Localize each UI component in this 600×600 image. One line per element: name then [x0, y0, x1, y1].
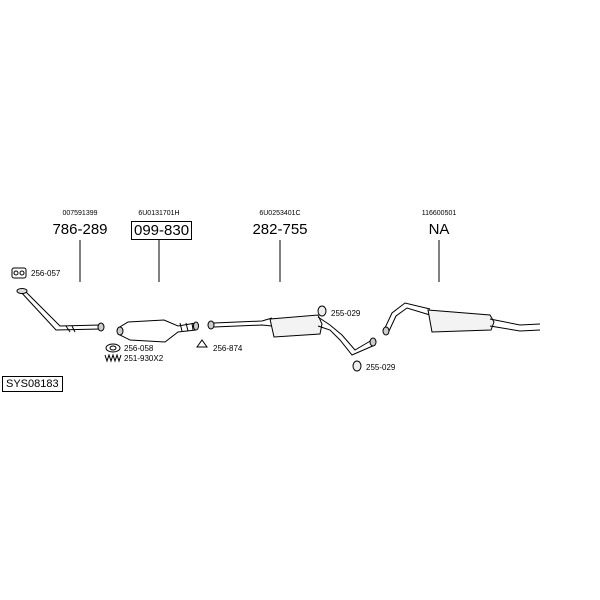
- middle-silencer: [207, 314, 377, 356]
- catalytic-converter: [116, 319, 199, 343]
- small-part-label: 255-029: [366, 363, 396, 372]
- part-number: 282-755: [252, 221, 308, 238]
- oem-number: 116600501: [421, 210, 457, 217]
- front-pipe: [16, 288, 105, 333]
- clamp-icon: [196, 339, 208, 348]
- part-number: 786-289: [52, 221, 108, 238]
- rear-silencer: [382, 302, 541, 336]
- part-number: NA: [428, 221, 450, 238]
- spring-icon: [104, 353, 122, 363]
- small-part-label: 256-058: [124, 344, 154, 353]
- part-number-highlighted: 099-830: [131, 221, 193, 240]
- small-part-label: 256-057: [31, 269, 61, 278]
- small-part-label: 256-874: [213, 344, 243, 353]
- oem-number: 007591399: [62, 210, 98, 217]
- gasket-icon: [11, 267, 27, 279]
- oem-number: 6U0253401C: [259, 210, 301, 217]
- flange-icon: [105, 343, 121, 353]
- small-part-label: 255-029: [331, 309, 361, 318]
- rubber-mount-icon: [317, 305, 362, 372]
- oem-number: 6U0131701H: [138, 210, 180, 217]
- system-code: SYS08183: [2, 376, 63, 392]
- small-part-label: 251-930X2: [124, 354, 164, 363]
